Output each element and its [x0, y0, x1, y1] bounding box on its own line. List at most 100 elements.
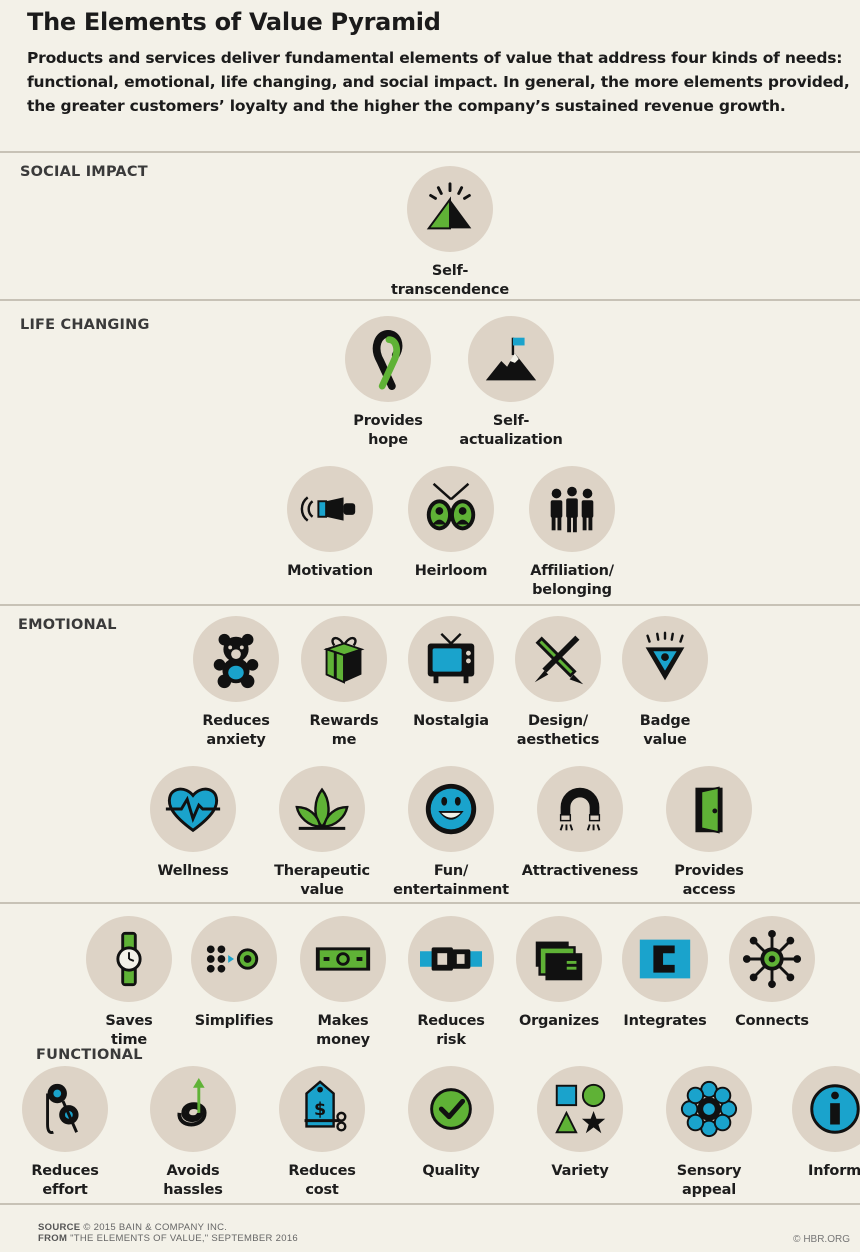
element-fun: Fun/entertainment	[386, 766, 516, 900]
folders-icon	[516, 916, 602, 1002]
element-label: Simplifies	[194, 1013, 274, 1029]
banknote-icon	[300, 916, 386, 1002]
element-label: Integrates	[623, 1013, 707, 1029]
from-key: FROM	[38, 1233, 68, 1244]
element-label: Self-transcendence	[391, 263, 509, 298]
element-label: Connects	[735, 1013, 809, 1029]
element-label: Wellness	[157, 863, 229, 879]
megaphone-icon	[287, 466, 373, 552]
shapes-icon	[537, 1066, 623, 1152]
element-label: Motivation	[287, 563, 373, 579]
element-label: Self-actualization	[459, 413, 563, 448]
source-text: © 2015 BAIN & COMPANY INC.	[83, 1222, 228, 1233]
source-note: SOURCE © 2015 BAIN & COMPANY INC. FROM "…	[38, 1222, 298, 1244]
ribbon-icon	[345, 316, 431, 402]
checkmark-icon	[408, 1066, 494, 1152]
element-label: Design/aesthetics	[516, 713, 600, 748]
element-design: Design/aesthetics	[493, 616, 623, 750]
intro-text: Products and services deliver fundamenta…	[27, 49, 850, 115]
summit-flag-icon	[468, 316, 554, 402]
header: The Elements of Value Pyramid Products a…	[27, 8, 850, 118]
watch-icon	[86, 916, 172, 1002]
section-social-impact: SOCIAL IMPACT	[20, 164, 148, 180]
heartbeat-icon	[150, 766, 236, 852]
element-self-actualization: Self-actualization	[446, 316, 576, 450]
element-label: Heirloom	[414, 563, 488, 579]
element-variety: Variety	[515, 1066, 645, 1181]
flower-icon	[666, 1066, 752, 1152]
from-text: "THE ELEMENTS OF VALUE," SEPTEMBER 2016	[70, 1233, 298, 1244]
element-label: Fun/entertainment	[393, 863, 509, 898]
section-emotional: EMOTIONAL	[18, 617, 117, 633]
element-quality: Quality	[386, 1066, 516, 1181]
door-icon	[666, 766, 752, 852]
portraits-icon	[408, 466, 494, 552]
divider	[0, 299, 860, 301]
mountain-sun-icon	[407, 166, 493, 252]
section-functional: FUNCTIONAL	[36, 1047, 143, 1063]
info-icon	[792, 1066, 860, 1152]
element-label: Affiliation/belonging	[530, 563, 614, 598]
network-hub-icon	[729, 916, 815, 1002]
shield-badge-icon	[622, 616, 708, 702]
element-self-transcendence: Self-transcendence	[385, 166, 515, 300]
svg-text:$: $	[314, 1100, 326, 1120]
divider	[0, 151, 860, 153]
pencil-brush-icon	[515, 616, 601, 702]
element-affiliation: Affiliation/belonging	[507, 466, 637, 600]
leaves-icon	[279, 766, 365, 852]
element-wellness: Wellness	[128, 766, 258, 881]
group-icon	[529, 466, 615, 552]
teddy-bear-icon	[193, 616, 279, 702]
divider	[0, 902, 860, 904]
price-tag-scissors-icon: $	[279, 1066, 365, 1152]
spiral-arrow-icon	[150, 1066, 236, 1152]
divider	[0, 604, 860, 606]
smiley-icon	[408, 766, 494, 852]
element-connects: Connects	[707, 916, 837, 1031]
gift-icon	[301, 616, 387, 702]
seatbelt-icon	[408, 916, 494, 1002]
element-integrates: Integrates	[600, 916, 730, 1031]
source-key: SOURCE	[38, 1222, 81, 1233]
section-life-changing: LIFE CHANGING	[20, 317, 150, 333]
element-organizes: Organizes	[494, 916, 624, 1031]
television-icon	[408, 616, 494, 702]
element-nostalgia: Nostalgia	[386, 616, 516, 731]
element-motivation: Motivation	[265, 466, 395, 581]
element-attractiveness: Attractiveness	[515, 766, 645, 881]
element-label: Organizes	[518, 1013, 600, 1029]
element-label: Quality	[422, 1163, 480, 1179]
element-label: Attractiveness	[521, 863, 639, 879]
element-label: Informs	[808, 1163, 860, 1179]
element-simplifies: Simplifies	[169, 916, 299, 1031]
c-bracket-icon	[622, 916, 708, 1002]
element-label: Variety	[551, 1163, 609, 1179]
page-title: The Elements of Value Pyramid	[27, 8, 441, 36]
element-informs: Informs	[770, 1066, 860, 1181]
